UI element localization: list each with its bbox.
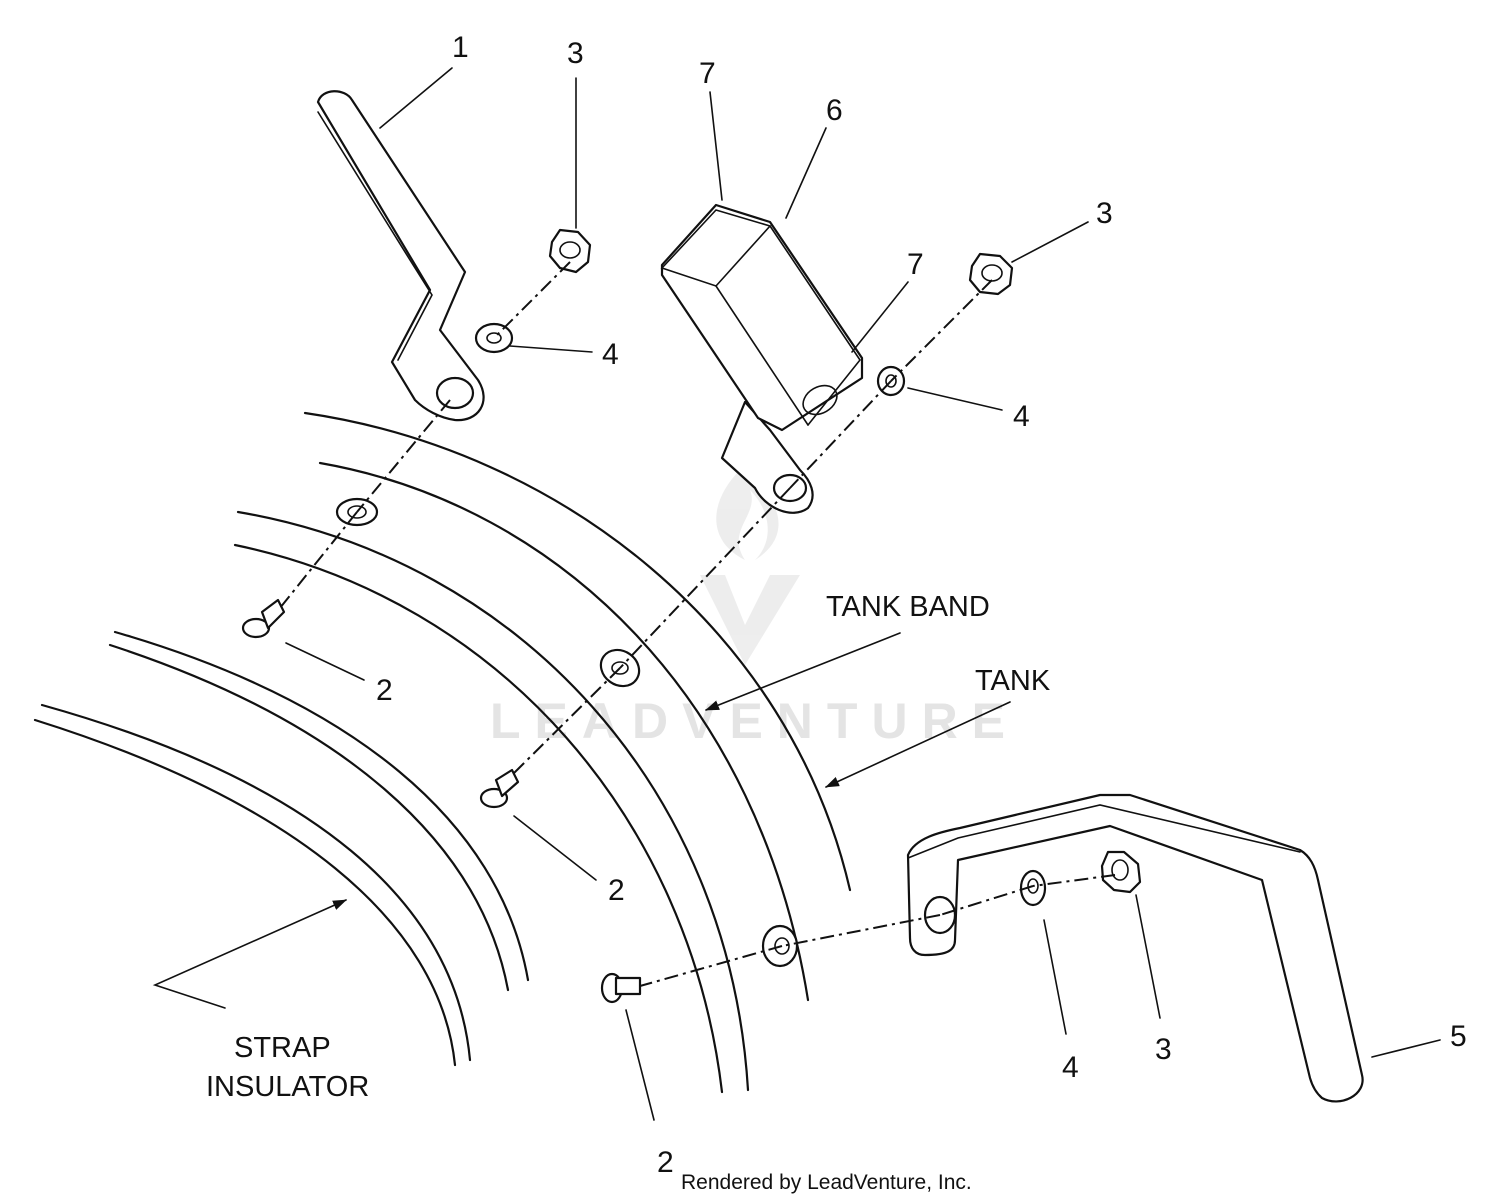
callout-2: 2 <box>608 874 625 907</box>
label-strap-line2: INSULATOR <box>206 1071 369 1103</box>
label-tank-band: TANK BAND <box>826 591 990 623</box>
callout-5: 5 <box>1450 1020 1467 1053</box>
screw-part-2 <box>241 598 642 1004</box>
callout-4: 4 <box>1013 400 1030 433</box>
callout-7: 7 <box>699 57 716 90</box>
sleeve-part-6 <box>660 203 864 514</box>
label-arrows <box>152 632 1011 1009</box>
label-tank: TANK <box>975 665 1051 697</box>
credit-text: Rendered by LeadVenture, Inc. <box>681 1171 972 1194</box>
callout-2: 2 <box>657 1146 674 1179</box>
watermark-text: LEADVENTURE <box>490 693 1019 749</box>
tank-outline <box>233 411 852 1094</box>
callout-1: 1 <box>452 31 469 64</box>
leader-lines <box>285 67 1441 1121</box>
callout-3: 3 <box>1155 1033 1172 1066</box>
bracket-part-1 <box>316 90 485 422</box>
bracket-part-5 <box>906 793 1364 1103</box>
strap-insulator-outline <box>33 630 530 1067</box>
callout-4: 4 <box>1062 1051 1079 1084</box>
callout-3: 3 <box>567 37 584 70</box>
callout-6: 6 <box>826 94 843 127</box>
nut-part-3 <box>548 228 1142 894</box>
callout-4: 4 <box>602 338 619 371</box>
label-strap-line1: STRAP <box>234 1032 331 1064</box>
callout-7: 7 <box>907 248 924 281</box>
callout-3: 3 <box>1096 197 1113 230</box>
washer-part-4 <box>474 322 1047 907</box>
callout-2: 2 <box>376 674 393 707</box>
assembly-lines <box>279 261 1116 987</box>
